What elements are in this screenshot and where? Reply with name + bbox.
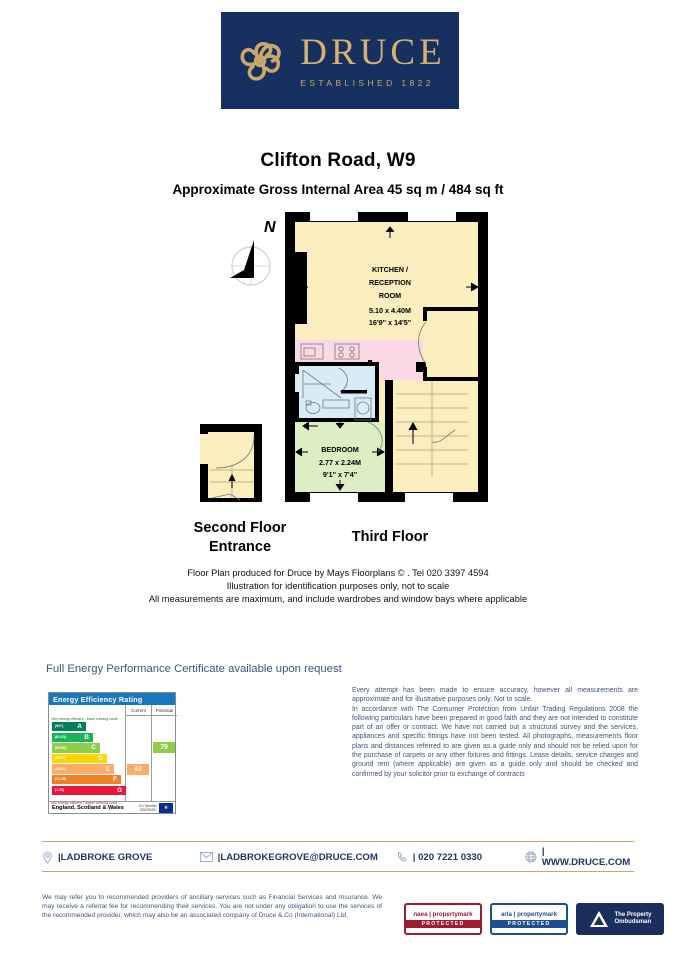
epc-band-letter: G: [116, 786, 122, 794]
contact-phone[interactable]: | 020 7221 0330: [397, 851, 525, 863]
naea-propertymark-badge: naea | propertymark PROTECTED: [404, 903, 482, 935]
ombudsman-badge-text: The Property Ombudsman: [614, 912, 651, 926]
epc-directive-line1: EU Directive: [139, 804, 157, 808]
epc-band-range: (55-68): [55, 756, 67, 761]
epc-current-value: 43: [134, 765, 142, 773]
epc-caption-bottom: Not energy efficient - higher running co…: [51, 801, 118, 805]
contact-rule-bottom: [42, 871, 634, 872]
second-floor-label: Second Floor Entrance: [160, 519, 320, 557]
epc-band-letter: D: [98, 754, 103, 762]
epc-divider-1: [125, 705, 126, 801]
epc-directive: EU Directive 2002/91/EC: [139, 804, 159, 812]
third-floor-label: Third Floor: [351, 529, 429, 545]
epc-band-b: (81-91) B: [52, 732, 93, 742]
epc-band-a: (92+) A: [52, 722, 86, 732]
north-compass-icon: N: [230, 219, 276, 286]
contact-bar: |LADBROKE GROVE |LADBROKEGROVE@DRUCE.COM…: [42, 846, 634, 868]
floor-plan-drawing: .wall{fill:#000;} .room-cream{fill:#faed…: [200, 212, 488, 502]
epc-directive-line2: 2002/91/EC: [139, 808, 157, 812]
contact-website[interactable]: | WWW.DRUCE.COM: [525, 846, 634, 868]
accreditation-badges: naea | propertymark PROTECTED arla | pro…: [404, 903, 664, 935]
svg-text:KITCHEN /: KITCHEN /: [372, 265, 408, 274]
epc-band-g: (1-20) G: [52, 785, 126, 795]
property-ombudsman-badge: The Property Ombudsman: [576, 903, 664, 935]
epc-chart-title: Energy Efficiency Rating: [49, 693, 175, 705]
svg-text:RECEPTION: RECEPTION: [369, 278, 411, 287]
epc-band-d: (55-68) D: [52, 753, 107, 764]
epc-footer: England, Scotland & Wales EU Directive 2…: [49, 801, 175, 814]
contact-email[interactable]: |LADBROKEGROVE@DRUCE.COM: [199, 851, 397, 863]
druce-logo: DRUCE ESTABLISHED 1822: [221, 12, 459, 109]
contact-email-label: |LADBROKEGROVE@DRUCE.COM: [217, 851, 378, 863]
page-title: Clifton Road, W9: [260, 150, 416, 171]
epc-region: England, Scotland & Wales: [52, 805, 124, 811]
floorplan-note-3: All measurements are maximum, and includ…: [148, 594, 528, 604]
eu-flag-icon: ★: [159, 803, 173, 813]
floorplan-note-1: Floor Plan produced for Druce by Mays Fl…: [187, 568, 489, 578]
legal-disclaimer: Every attempt has been made to ensure ac…: [352, 686, 638, 779]
svg-text:9'1" x 7'4": 9'1" x 7'4": [323, 470, 357, 479]
epc-band-letter: B: [84, 733, 89, 741]
svg-text:16'9" x 14'5": 16'9" x 14'5": [369, 318, 411, 327]
contact-rule-top: [42, 841, 634, 842]
floorplan-note-2: Illustration for identification purposes…: [226, 581, 450, 591]
brand-tagline: ESTABLISHED 1822: [300, 77, 434, 88]
floorplan-notes: Floor Plan produced for Druce by Mays Fl…: [0, 567, 676, 606]
epc-divider-2: [151, 705, 152, 801]
epc-band-range: (69-80): [55, 745, 67, 750]
epc-band-letter: F: [113, 776, 117, 784]
epc-band-e: (39-54) E: [52, 764, 114, 774]
epc-band-range: (92+): [55, 724, 64, 729]
svg-text:ROOM: ROOM: [379, 291, 401, 300]
svg-text:N: N: [264, 219, 276, 236]
svg-text:5.10 x 4.40M: 5.10 x 4.40M: [369, 306, 411, 315]
epc-band-range: (81-91): [55, 734, 67, 739]
epc-current-marker: 43: [127, 763, 149, 775]
arla-badge-title: arla | propertymark: [500, 910, 558, 918]
svg-text:2.77 x 2.24M: 2.77 x 2.24M: [319, 458, 361, 467]
phone-icon: [397, 851, 408, 863]
epc-band-range: (1-20): [55, 787, 65, 792]
epc-caption-top: Very energy efficient - lower running co…: [51, 717, 118, 721]
gross-area-subtitle: Approximate Gross Internal Area 45 sq m …: [172, 182, 504, 197]
arla-propertymark-badge: arla | propertymark PROTECTED: [490, 903, 568, 935]
location-pin-icon: [42, 850, 53, 864]
referral-disclaimer: We may refer you to recommended provider…: [42, 894, 382, 919]
ombudsman-triangle-icon: [590, 911, 609, 927]
epc-band-f: (21-38) F: [52, 775, 121, 785]
ombudsman-line1: The Property: [614, 912, 652, 918]
epc-band-letter: A: [77, 723, 82, 731]
brand-name: DRUCE: [300, 31, 446, 73]
epc-band-range: (39-54): [55, 766, 67, 771]
contact-phone-label: | 020 7221 0330: [412, 851, 483, 863]
energy-efficiency-chart: Energy Efficiency Rating Current Potenti…: [48, 692, 177, 814]
epc-band-letter: E: [105, 765, 110, 773]
epc-band-c: (69-80) C: [52, 743, 100, 753]
epc-potential-marker: 79: [153, 742, 175, 754]
epc-band-letter: C: [91, 744, 96, 752]
epc-potential-value: 79: [160, 744, 168, 752]
naea-badge-status: PROTECTED: [406, 919, 480, 928]
contact-office[interactable]: |LADBROKE GROVE: [42, 850, 200, 864]
druce-swirl-icon: [240, 41, 282, 81]
legal-paragraph-1: Every attempt has been made to ensure ac…: [352, 687, 638, 704]
legal-paragraph-2: In accordance with The Consumer Protecti…: [352, 705, 638, 778]
ombudsman-line2: Ombudsman: [614, 919, 652, 925]
svg-text:BEDROOM: BEDROOM: [321, 445, 359, 454]
epc-column-potential: Potential: [151, 705, 177, 716]
epc-chart-body: Current Potential Very energy efficient …: [49, 705, 177, 814]
envelope-icon: [199, 852, 213, 862]
contact-office-label: |LADBROKE GROVE: [58, 851, 153, 863]
globe-icon: [525, 851, 537, 863]
contact-website-label: | WWW.DRUCE.COM: [541, 846, 631, 868]
epc-band-range: (21-38): [55, 777, 67, 782]
second-floor-line1: Second Floor: [193, 520, 287, 536]
epc-column-current: Current: [125, 705, 151, 716]
arla-badge-status: PROTECTED: [492, 919, 566, 928]
epc-availability-heading: Full Energy Performance Certificate avai…: [46, 663, 342, 675]
second-floor-line2: Entrance: [208, 539, 272, 555]
naea-badge-title: naea | propertymark: [413, 910, 473, 918]
